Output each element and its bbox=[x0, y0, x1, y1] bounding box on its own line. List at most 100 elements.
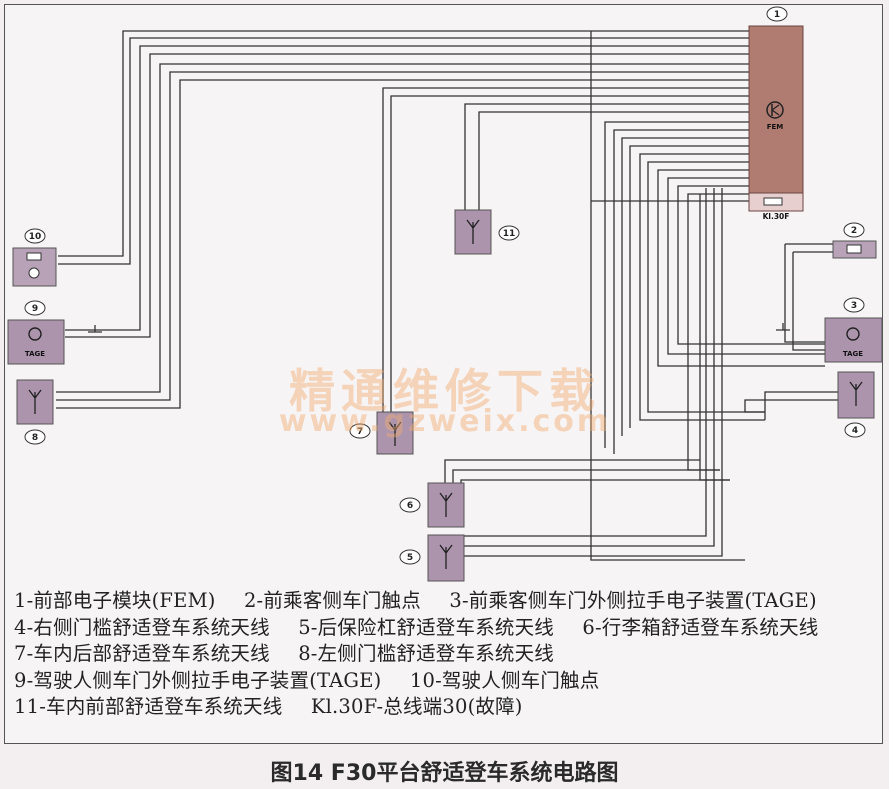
tage-label-3: TAGE bbox=[843, 350, 863, 358]
wire-fem-c5-a bbox=[687, 193, 749, 471]
fuse-icon bbox=[763, 197, 783, 206]
svg-text:8: 8 bbox=[32, 433, 38, 443]
wires bbox=[56, 30, 838, 561]
legend-item: 3-前乘客侧车门外侧拉手电子装置(TAGE) bbox=[449, 589, 817, 612]
wire-fem-c7-a bbox=[382, 87, 749, 414]
component-9 bbox=[7, 319, 65, 365]
callout-4: 4 bbox=[844, 422, 866, 438]
svg-text:7: 7 bbox=[357, 427, 363, 437]
callout-6: 6 bbox=[399, 497, 421, 513]
component-5 bbox=[427, 534, 465, 582]
svg-text:3: 3 bbox=[851, 301, 857, 311]
ground-right bbox=[776, 323, 790, 331]
wire-kl30f bbox=[590, 31, 745, 561]
wire-fem-c8-a bbox=[56, 63, 749, 393]
wire-fem-c3-b bbox=[667, 177, 825, 355]
wire-c6-a bbox=[444, 459, 700, 484]
svg-text:2: 2 bbox=[851, 226, 857, 236]
watermark-title: 精通维修下载 bbox=[289, 364, 601, 418]
legend-item: 5-后保险杠舒适登车系统天线 bbox=[298, 615, 554, 639]
tage-label-9: TAGE bbox=[25, 350, 45, 358]
legend-item: 2-前乘客侧车门触点 bbox=[243, 589, 421, 612]
legend-item: 1-前部电子模块(FEM) bbox=[14, 589, 216, 612]
component-4 bbox=[837, 371, 875, 419]
legend-item: 7-车内后部舒适登车系统天线 bbox=[14, 642, 270, 665]
wire-fem-c8-c bbox=[56, 79, 749, 409]
transistor-icon bbox=[766, 101, 784, 119]
svg-text:9: 9 bbox=[32, 304, 38, 314]
legend-item: 11-车内前部舒适登车系统天线 bbox=[14, 695, 283, 718]
callout-8: 8 bbox=[24, 429, 46, 445]
transistor-icon bbox=[28, 327, 42, 341]
svg-text:5: 5 bbox=[407, 553, 413, 563]
antenna-icon bbox=[439, 492, 453, 517]
antenna-icon bbox=[388, 421, 402, 446]
callout-2: 2 bbox=[843, 222, 865, 238]
legend-item: 6-行李箱舒适登车系统天线 bbox=[582, 615, 819, 639]
antenna-icon bbox=[28, 389, 42, 414]
svg-text:11: 11 bbox=[503, 229, 516, 239]
wire-fem-c11-a bbox=[464, 103, 749, 210]
svg-text:1: 1 bbox=[774, 10, 780, 20]
wire-fem-c6-a bbox=[604, 121, 749, 448]
callout-3: 3 bbox=[843, 297, 865, 313]
callout-1: 1 bbox=[766, 6, 788, 22]
wire-fem-c9-b bbox=[65, 53, 749, 338]
wire-fem-c4-a bbox=[639, 153, 765, 421]
callout-9: 9 bbox=[24, 300, 46, 316]
transistor-icon bbox=[846, 327, 860, 341]
svg-text:6: 6 bbox=[407, 501, 413, 511]
contact-icon bbox=[846, 244, 862, 254]
svg-text:10: 10 bbox=[29, 232, 42, 242]
callout-10: 10 bbox=[24, 228, 46, 244]
wire-fem-c6-b bbox=[613, 129, 749, 454]
wire-c4-lead-b bbox=[744, 399, 838, 413]
figure-caption: 图14 F30平台舒适登车系统电路图 bbox=[270, 761, 619, 786]
callout-11: 11 bbox=[498, 225, 520, 241]
component-8 bbox=[16, 379, 54, 425]
watermark-url: www.gzweix.com bbox=[278, 404, 612, 439]
wire-c6-c bbox=[460, 479, 730, 484]
wire-c2-b bbox=[792, 252, 825, 351]
component-6 bbox=[427, 482, 465, 528]
component-7 bbox=[376, 411, 414, 455]
component-3 bbox=[824, 317, 883, 363]
ground-left bbox=[88, 325, 102, 333]
antenna-icon bbox=[439, 544, 453, 569]
switch-icon bbox=[28, 267, 40, 279]
wire-c2-a bbox=[784, 244, 825, 343]
legend-item: 10-驾驶人侧车门触点 bbox=[409, 668, 600, 692]
kl30f-label: Kl.30F bbox=[763, 212, 790, 221]
callouts: 1 10 9 8 11 7 6 5 2 3 4 bbox=[24, 6, 866, 565]
antenna-icon bbox=[849, 381, 863, 406]
wire-c6-b bbox=[452, 469, 720, 484]
wire-c5-c bbox=[461, 188, 723, 557]
callout-7: 7 bbox=[349, 423, 371, 439]
component-11 bbox=[454, 209, 492, 255]
callout-5: 5 bbox=[399, 549, 421, 565]
component-2 bbox=[832, 240, 877, 259]
wire-fem-c11-b bbox=[478, 111, 749, 210]
wire-fem-c10-a bbox=[58, 30, 749, 257]
legend-item: Kl.30F-总线端30(故障) bbox=[310, 695, 523, 718]
wire-fem-c10-b bbox=[58, 37, 749, 265]
wire-c5-b bbox=[461, 188, 715, 547]
legend: 1-前部电子模块(FEM) 2-前乘客侧车门触点 3-前乘客侧车门外侧拉手电子装… bbox=[14, 588, 876, 721]
legend-item: 9-驾驶人侧车门外侧拉手电子装置(TAGE) bbox=[14, 668, 382, 692]
wire-fem-c6-d bbox=[629, 145, 749, 428]
component-10 bbox=[12, 247, 57, 287]
wire-c4-lead-a bbox=[764, 391, 838, 420]
wire-fem-c7-b bbox=[390, 95, 749, 414]
fem-label: FEM bbox=[767, 123, 784, 131]
wire-fem-c2-a bbox=[677, 185, 825, 345]
svg-text:4: 4 bbox=[852, 426, 858, 436]
wire-fem-c5-b bbox=[699, 194, 730, 481]
wire-fem-c6-c bbox=[621, 137, 749, 436]
wire-fem-c8-b bbox=[56, 71, 749, 401]
wire-fem-c9-a bbox=[65, 45, 749, 331]
legend-item: 8-左侧门槛舒适登车系统天线 bbox=[298, 642, 554, 665]
contact-icon bbox=[26, 252, 42, 261]
legend-item: 4-右侧门槛舒适登车系统天线 bbox=[14, 615, 270, 639]
wire-fem-c3-a bbox=[657, 169, 825, 367]
